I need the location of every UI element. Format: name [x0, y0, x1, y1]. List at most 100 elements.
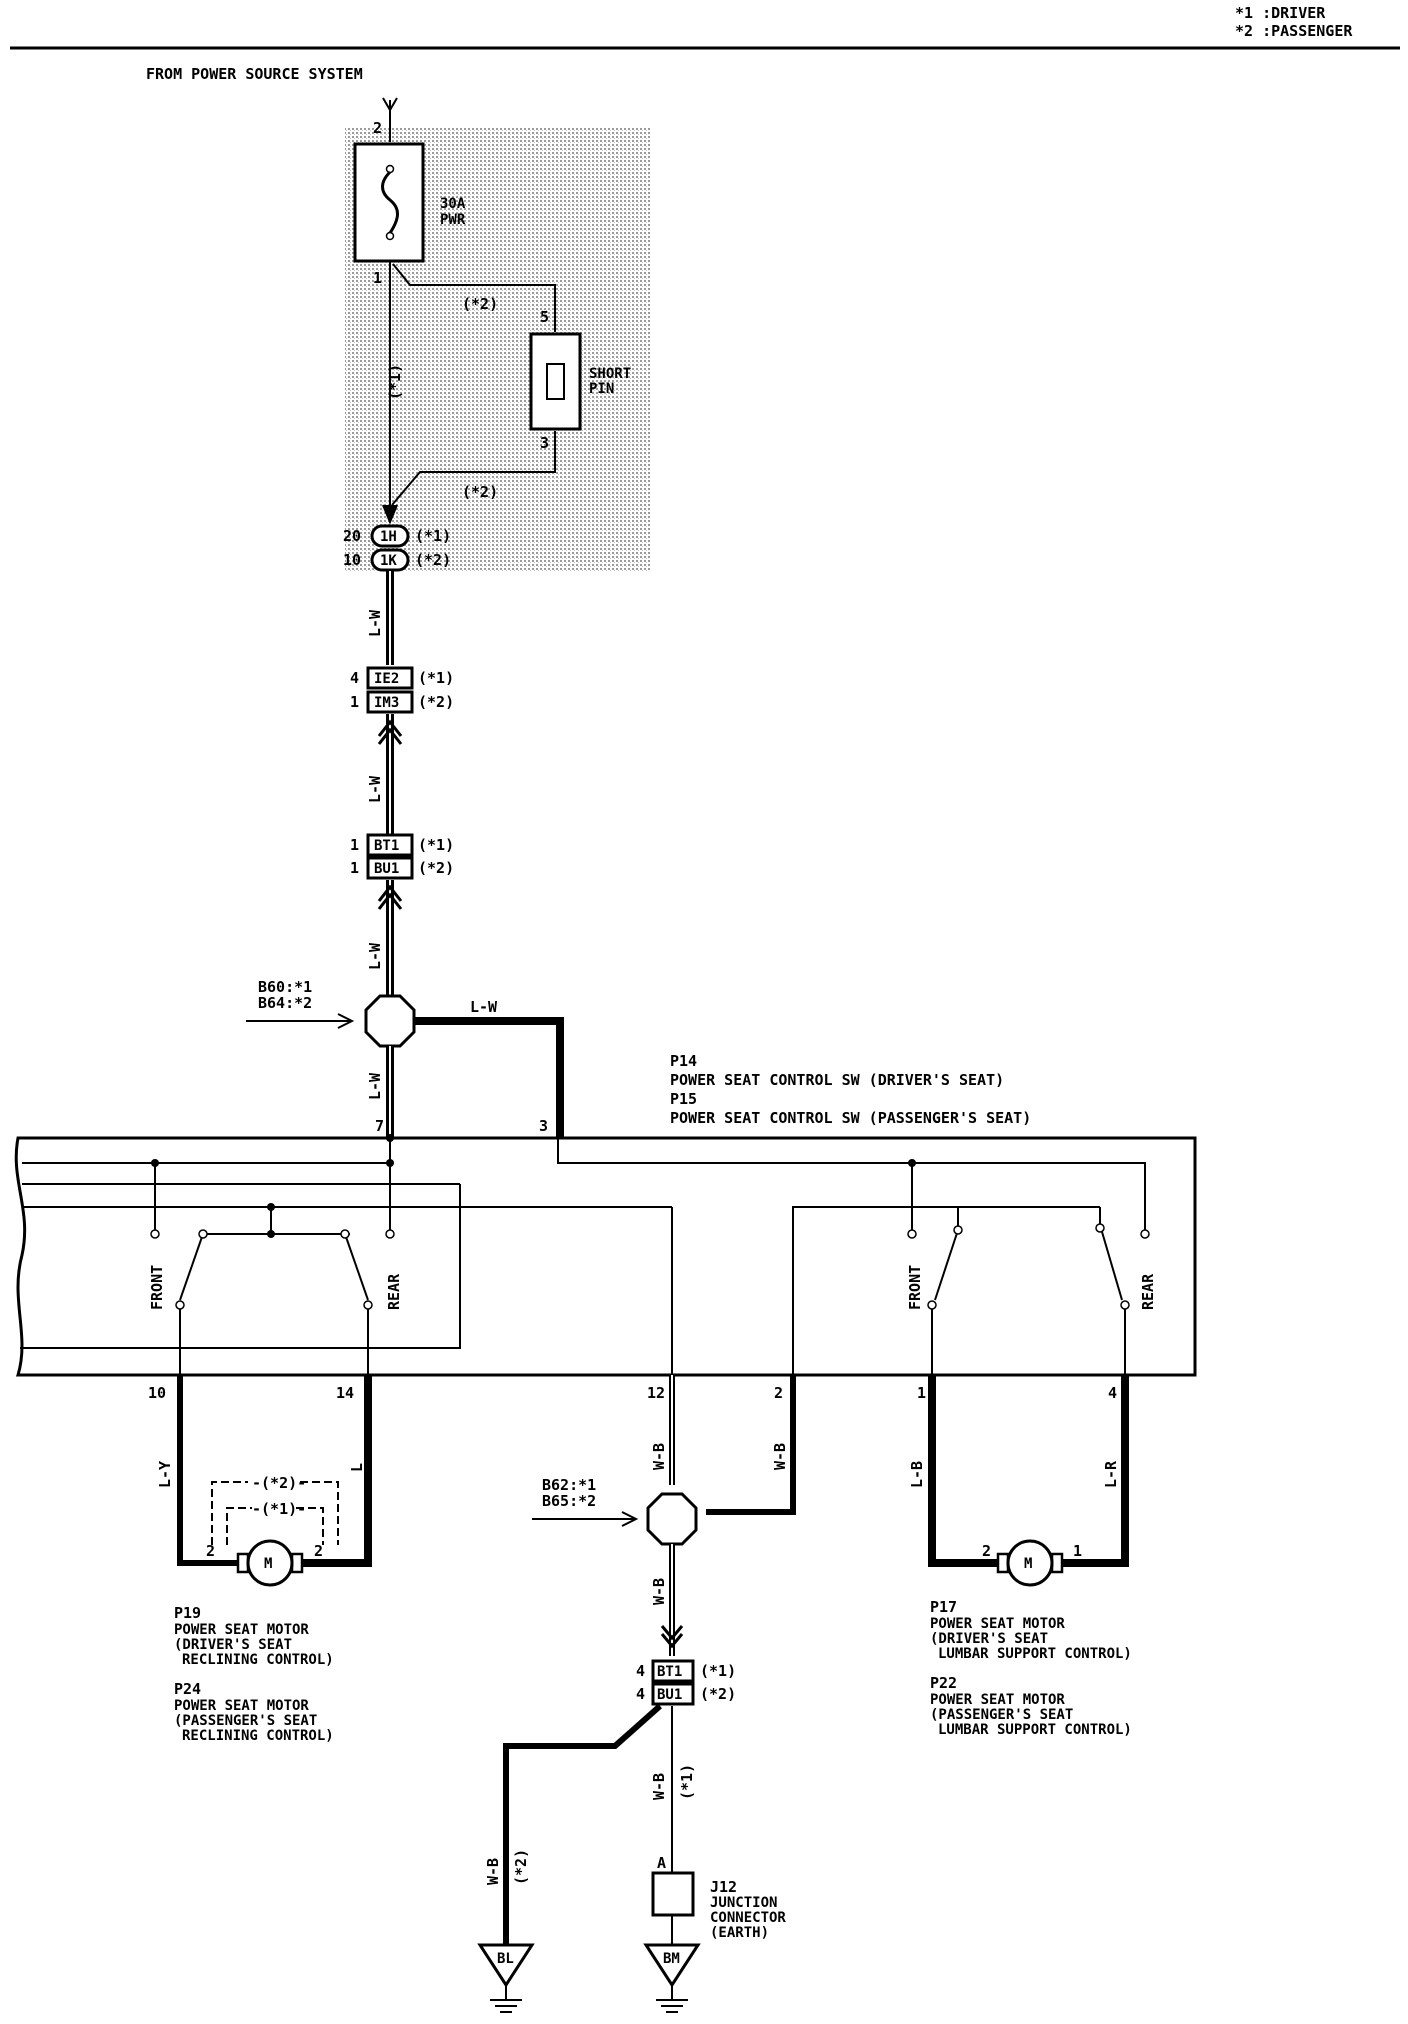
fuse-terminal-top: [385, 164, 395, 174]
splice-lower-line2: B65:*2: [542, 1492, 596, 1510]
short-pin-return-wire: [391, 431, 556, 506]
p19-label: P19: [174, 1604, 201, 1622]
splice-lower-pointer-head: [621, 1511, 639, 1527]
wire-lw-3: L-W: [366, 942, 384, 970]
wire-wb-j12-label: W-B: [650, 1773, 668, 1800]
short-pin-3: 3: [540, 434, 549, 452]
wire-lr: [1062, 1375, 1129, 1567]
connector-1h: [370, 524, 410, 548]
tag-v2-top: (*2): [462, 295, 498, 313]
connector-1k: [370, 548, 410, 572]
fuse-element: [381, 170, 399, 234]
j12-line3: (EARTH): [710, 1925, 769, 1941]
left-motor-variant-brackets: [211, 1481, 339, 1545]
pin-1-bt1-top: 1: [350, 836, 359, 854]
legend-driver: *1 :DRIVER: [1235, 4, 1326, 22]
p17-line1: POWER SEAT MOTOR: [930, 1616, 1065, 1632]
p19-line2: (DRIVER'S SEAT: [174, 1637, 292, 1653]
block-out-arrow: [382, 504, 398, 525]
connector-bt1-bottom-tag: (*1): [700, 1662, 736, 1680]
p14-desc: POWER SEAT CONTROL SW (DRIVER'S SEAT): [670, 1071, 1004, 1089]
switch-right-front: FRONT: [906, 1265, 924, 1310]
p19-line1: POWER SEAT MOTOR: [174, 1622, 309, 1638]
left-motor-pin-b: 2: [314, 1542, 323, 1560]
pin-4-ie2: 4: [350, 669, 359, 687]
splice-lower-line1: B62:*1: [542, 1476, 596, 1494]
pin-2: 2: [774, 1384, 783, 1402]
j12-line1: JUNCTION: [710, 1895, 777, 1911]
connector-bu1-top-label: BU1: [374, 861, 399, 877]
wire-lw-branch: L-W: [470, 998, 498, 1016]
pin-10: 10: [148, 1384, 166, 1402]
connector-im3-label: IM3: [374, 695, 399, 711]
connector-bu1-bottom-tag: (*2): [700, 1685, 736, 1703]
pin-4-bu1-bot: 4: [636, 1685, 645, 1703]
p15-label: P15: [670, 1090, 697, 1108]
wire-lw-2: L-W: [366, 775, 384, 803]
pin-1: 1: [917, 1384, 926, 1402]
wire-wb-down-label: W-B: [650, 1578, 668, 1605]
splice-upper-line2: B64:*2: [258, 994, 312, 1012]
wire-wb-2-label: W-B: [771, 1443, 789, 1470]
short-pin-feed-wire: [392, 263, 556, 332]
p22-label: P22: [930, 1674, 957, 1692]
p22-line1: POWER SEAT MOTOR: [930, 1692, 1065, 1708]
fuse-pin-1: 1: [373, 269, 382, 287]
wire-l-label: L: [348, 1463, 366, 1472]
connector-1h-label: 1H: [380, 529, 397, 545]
left-motor: [246, 1539, 294, 1587]
wire-l: [302, 1375, 372, 1567]
connector-ie2-tag: (*1): [418, 669, 454, 687]
connector-bt1-top: [366, 833, 414, 857]
fuse-rating: 30A: [440, 196, 466, 212]
switch-contacts: [150, 1223, 1150, 1310]
connector-bt1-bottom-label: BT1: [657, 1664, 682, 1680]
short-pin-5: 5: [540, 308, 549, 326]
left-motor-symbol: M: [264, 1556, 272, 1572]
pin-3: 3: [539, 1117, 548, 1135]
p24-line3: RECLINING CONTROL): [182, 1728, 334, 1744]
pin-10: 10: [343, 551, 361, 569]
splice-upper-line1: B60:*1: [258, 978, 312, 996]
j12-line2: CONNECTOR: [710, 1910, 786, 1926]
p22-line3: LUMBAR SUPPORT CONTROL): [938, 1722, 1132, 1738]
pin-20: 20: [343, 527, 361, 545]
p22-line2: (PASSENGER'S SEAT: [930, 1707, 1073, 1723]
connector-bt1-top-tag: (*1): [418, 836, 454, 854]
ground-bm-label: BM: [663, 1951, 680, 1967]
wire-lb-label: L-B: [908, 1461, 926, 1488]
short-pin-box: [529, 332, 582, 431]
pin-14: 14: [336, 1384, 354, 1402]
connector-im3: [366, 690, 414, 714]
connector-ie2-label: IE2: [374, 671, 399, 687]
wire-lr-label: L-R: [1102, 1460, 1120, 1488]
ground-bl: [477, 1943, 535, 2013]
fuse-box: [353, 142, 425, 263]
wire-lw-4: L-W: [366, 1072, 384, 1100]
pin-1-bu1-top: 1: [350, 859, 359, 877]
trunk-lw-3: [377, 880, 403, 1001]
connector-bt1-bottom: [651, 1659, 695, 1683]
fuse-name: PWR: [440, 212, 466, 228]
connector-1k-label: 1K: [380, 553, 397, 569]
p24-line1: POWER SEAT MOTOR: [174, 1698, 309, 1714]
connector-im3-tag: (*2): [418, 693, 454, 711]
pin-4-bt1-bot: 4: [636, 1662, 645, 1680]
source-arrow: [382, 97, 398, 112]
p24-line2: (PASSENGER'S SEAT: [174, 1713, 317, 1729]
power-source-label: FROM POWER SOURCE SYSTEM: [146, 65, 363, 83]
wire-lw-1: L-W: [366, 609, 384, 637]
wire-wb-bl-label: W-B: [484, 1858, 502, 1885]
legend-passenger: *2 :PASSENGER: [1235, 22, 1353, 40]
short-pin-element: [546, 363, 565, 400]
p15-desc: POWER SEAT CONTROL SW (PASSENGER'S SEAT): [670, 1109, 1031, 1127]
j12-name: J12: [710, 1878, 737, 1896]
pin-12: 12: [647, 1384, 665, 1402]
p24-label: P24: [174, 1680, 201, 1698]
tag-v1-vertical: (*1): [386, 364, 404, 400]
junction-connector-j12: [651, 1871, 695, 1917]
switch-left-front: FRONT: [148, 1265, 166, 1310]
switch-body: [14, 1136, 1197, 1377]
trunk-lw-2: [377, 714, 403, 835]
